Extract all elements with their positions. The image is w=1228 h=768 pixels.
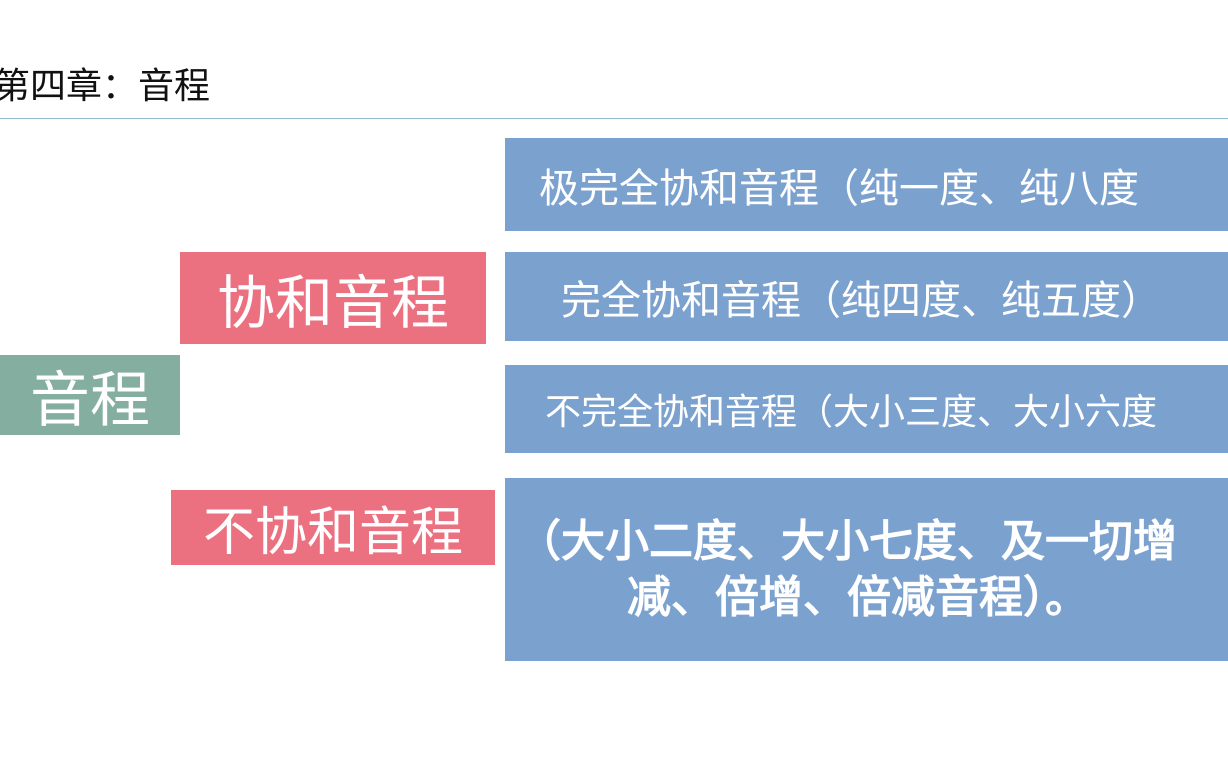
detail-text: 完全协和音程（纯四度、纯五度） bbox=[561, 277, 1161, 324]
consonant-interval-label: 协和音程 bbox=[216, 269, 449, 337]
perfect-consonance-extreme-box: 极完全协和音程（纯一度、纯八度 bbox=[505, 138, 1228, 231]
imperfect-consonance-box: 不完全协和音程（大小三度、大小六度 bbox=[505, 365, 1228, 453]
detail-text-line2: 减、倍增、倍减音程）。 bbox=[627, 571, 1089, 623]
slide-title: 第四章：音程 bbox=[0, 66, 211, 107]
detail-text: 不完全协和音程（大小三度、大小六度 bbox=[545, 392, 1158, 433]
perfect-consonance-box: 完全协和音程（纯四度、纯五度） bbox=[505, 252, 1228, 341]
title-divider bbox=[0, 118, 1228, 119]
dissonant-interval-label: 不协和音程 bbox=[202, 503, 463, 563]
root-interval-label: 音程 bbox=[30, 365, 150, 436]
dissonance-detail-box: （大小二度、大小七度、及一切增 减、倍增、倍减音程）。 bbox=[505, 478, 1228, 661]
root-interval-box: 音程 bbox=[0, 355, 180, 435]
consonant-interval-box: 协和音程 bbox=[180, 252, 486, 344]
dissonant-interval-box: 不协和音程 bbox=[171, 490, 495, 565]
detail-text: 极完全协和音程（纯一度、纯八度 bbox=[539, 165, 1139, 212]
detail-text-line1: （大小二度、大小七度、及一切增 bbox=[517, 515, 1177, 567]
